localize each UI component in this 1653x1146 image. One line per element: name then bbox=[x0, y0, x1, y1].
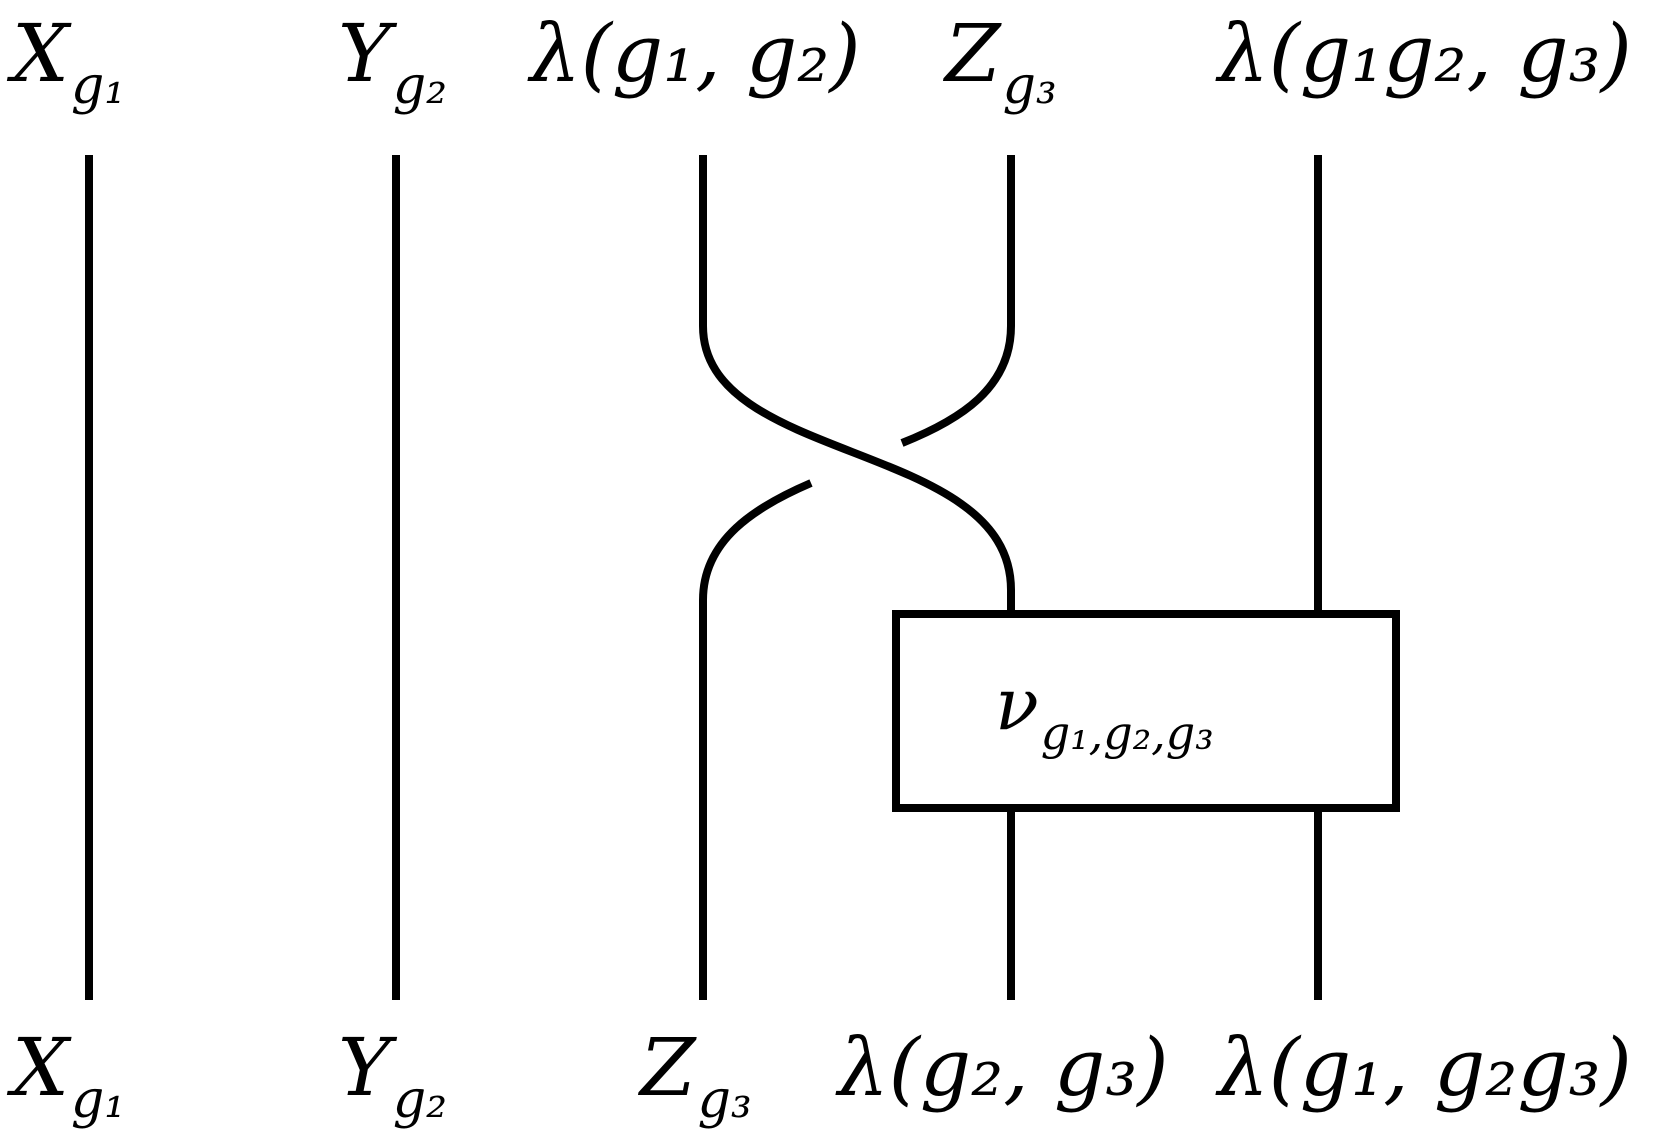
top-label-lambda-g1g2-g3: λ(g₁g₂, g₃) bbox=[1218, 14, 1632, 94]
top-label-lambda-g1-g2-main: λ(g₁, g₂) bbox=[530, 7, 861, 100]
top-label-y: Yg₂ bbox=[338, 14, 447, 113]
bottom-label-z: Zg₃ bbox=[640, 1028, 752, 1127]
top-label-lambda-g1g2-g3-main: λ(g₁g₂, g₃) bbox=[1218, 7, 1632, 100]
top-label-x-main: X bbox=[12, 7, 69, 100]
bottom-label-y: Yg₂ bbox=[338, 1028, 447, 1127]
bottom-label-x-main: X bbox=[12, 1021, 69, 1114]
bottom-label-lambda-g1-g2g3-main: λ(g₁, g₂g₃) bbox=[1218, 1021, 1632, 1114]
bottom-label-lambda-g1-g2g3: λ(g₁, g₂g₃) bbox=[1218, 1028, 1632, 1108]
bottom-label-x: Xg₁ bbox=[12, 1028, 125, 1127]
strand-lambda-g1-g2 bbox=[699, 155, 1015, 614]
top-label-x-sub: g₁ bbox=[70, 56, 126, 116]
bottom-label-y-sub: g₂ bbox=[392, 1070, 447, 1130]
top-label-z: Zg₃ bbox=[945, 14, 1057, 113]
box-label-main: ν bbox=[995, 662, 1039, 746]
bottom-label-z-main: Z bbox=[640, 1021, 696, 1114]
bottom-label-y-main: Y bbox=[338, 1021, 391, 1114]
top-label-x: Xg₁ bbox=[12, 14, 125, 113]
strand-z-lower bbox=[699, 479, 813, 1000]
bottom-label-z-sub: g₃ bbox=[697, 1070, 752, 1130]
top-label-lambda-g1-g2: λ(g₁, g₂) bbox=[530, 14, 861, 94]
strand-z-upper bbox=[900, 155, 1015, 447]
top-label-y-main: Y bbox=[338, 7, 391, 100]
top-label-y-sub: g₂ bbox=[392, 56, 447, 116]
nu-box bbox=[892, 610, 1400, 812]
bottom-label-x-sub: g₁ bbox=[70, 1070, 126, 1130]
top-label-z-sub: g₃ bbox=[1002, 56, 1057, 116]
bottom-label-lambda-g2-g3: λ(g₂, g₃) bbox=[838, 1028, 1169, 1108]
bottom-label-lambda-g2-g3-main: λ(g₂, g₃) bbox=[838, 1021, 1169, 1114]
top-label-z-main: Z bbox=[945, 7, 1001, 100]
box-label: νg₁,g₂,g₃ bbox=[995, 668, 1214, 756]
box-label-sub: g₁,g₂,g₃ bbox=[1040, 706, 1214, 760]
